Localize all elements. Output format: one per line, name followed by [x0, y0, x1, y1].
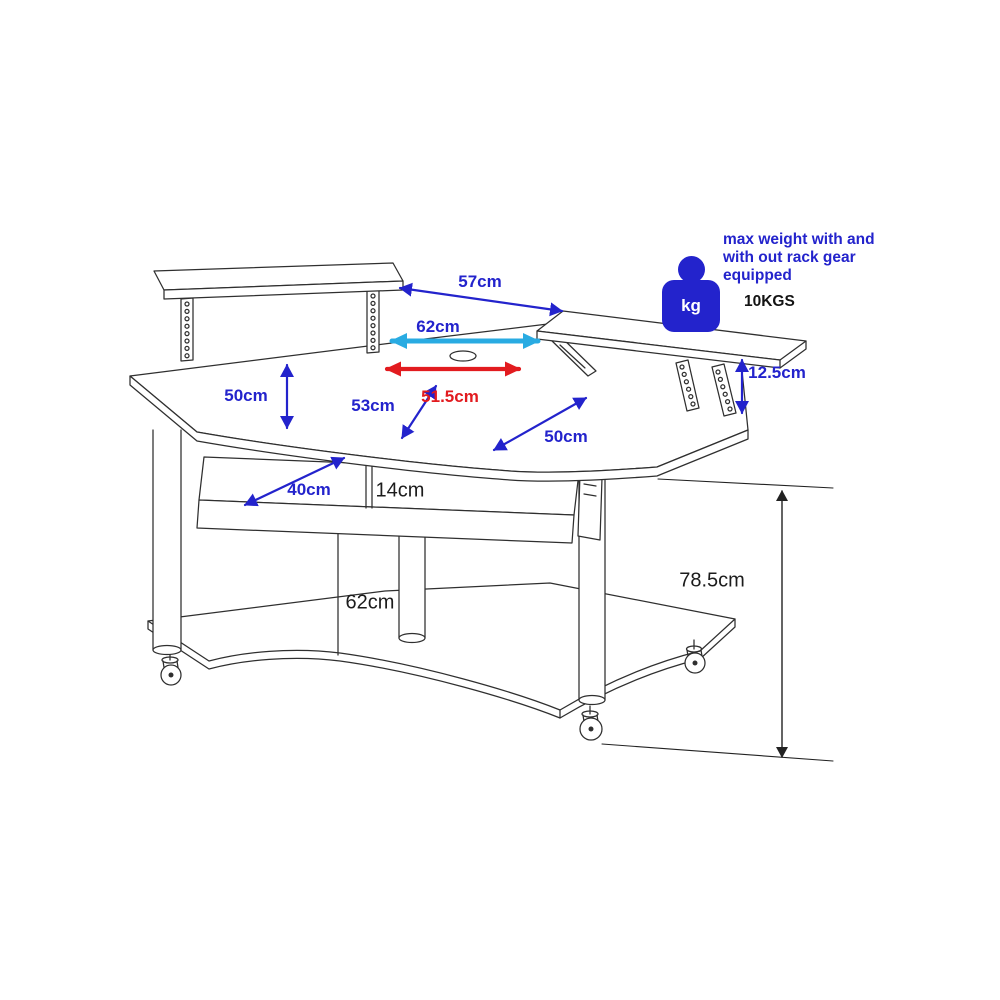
dim-label-tray-gap: 14cm: [375, 479, 425, 502]
dim-label-shelf-height: 50cm: [224, 386, 268, 405]
weight-icon-knob: [678, 256, 705, 283]
desk-top: [129, 322, 749, 482]
max-weight-note-line2: with out rack gear: [723, 249, 856, 266]
dim-arrow-40: [243, 456, 346, 507]
bottom-shelf: [147, 582, 736, 719]
dim-label-desk-height: 78.5cm: [679, 569, 745, 592]
monitor-shelf: [153, 262, 404, 300]
dim-label-desk-depth-right: 50cm: [544, 427, 588, 446]
dim-label-desk-inner-width: 62cm: [416, 317, 460, 336]
height-extension-lines: [601, 478, 834, 762]
max-weight-note-line3: equipped: [723, 267, 792, 284]
max-weight-note-line1: max weight with and: [723, 231, 875, 248]
rack-rails-right: [675, 359, 737, 417]
dim-arrow-50-right: [492, 396, 588, 452]
max-weight-value: 10KGS: [744, 293, 795, 310]
cable-grommet: [449, 350, 477, 362]
dim-label-tray-depth: 40cm: [287, 480, 331, 499]
dim-arrow-53: [400, 384, 438, 440]
weight-icon-body: kg: [662, 280, 720, 332]
casters: [160, 639, 706, 741]
dim-arrow-57: [398, 282, 564, 317]
dim-label-desk-inner-width-red: 51.5cm: [421, 387, 479, 406]
dim-label-desk-depth-left: 53cm: [351, 396, 395, 415]
dim-label-under-desk-height: 62cm: [345, 591, 395, 614]
dimension-arrows: [243, 282, 834, 762]
weight-icon: kg: [662, 256, 720, 334]
rack-rails-left: [180, 289, 380, 362]
rack-shelf-right: [536, 310, 807, 377]
weight-icon-label: kg: [681, 296, 701, 315]
dim-label-rack-shelf-height: 12.5cm: [748, 363, 806, 382]
dim-label-back-top-width: 57cm: [458, 272, 502, 291]
max-weight-note: max weight with and with out rack gear e…: [723, 231, 875, 285]
